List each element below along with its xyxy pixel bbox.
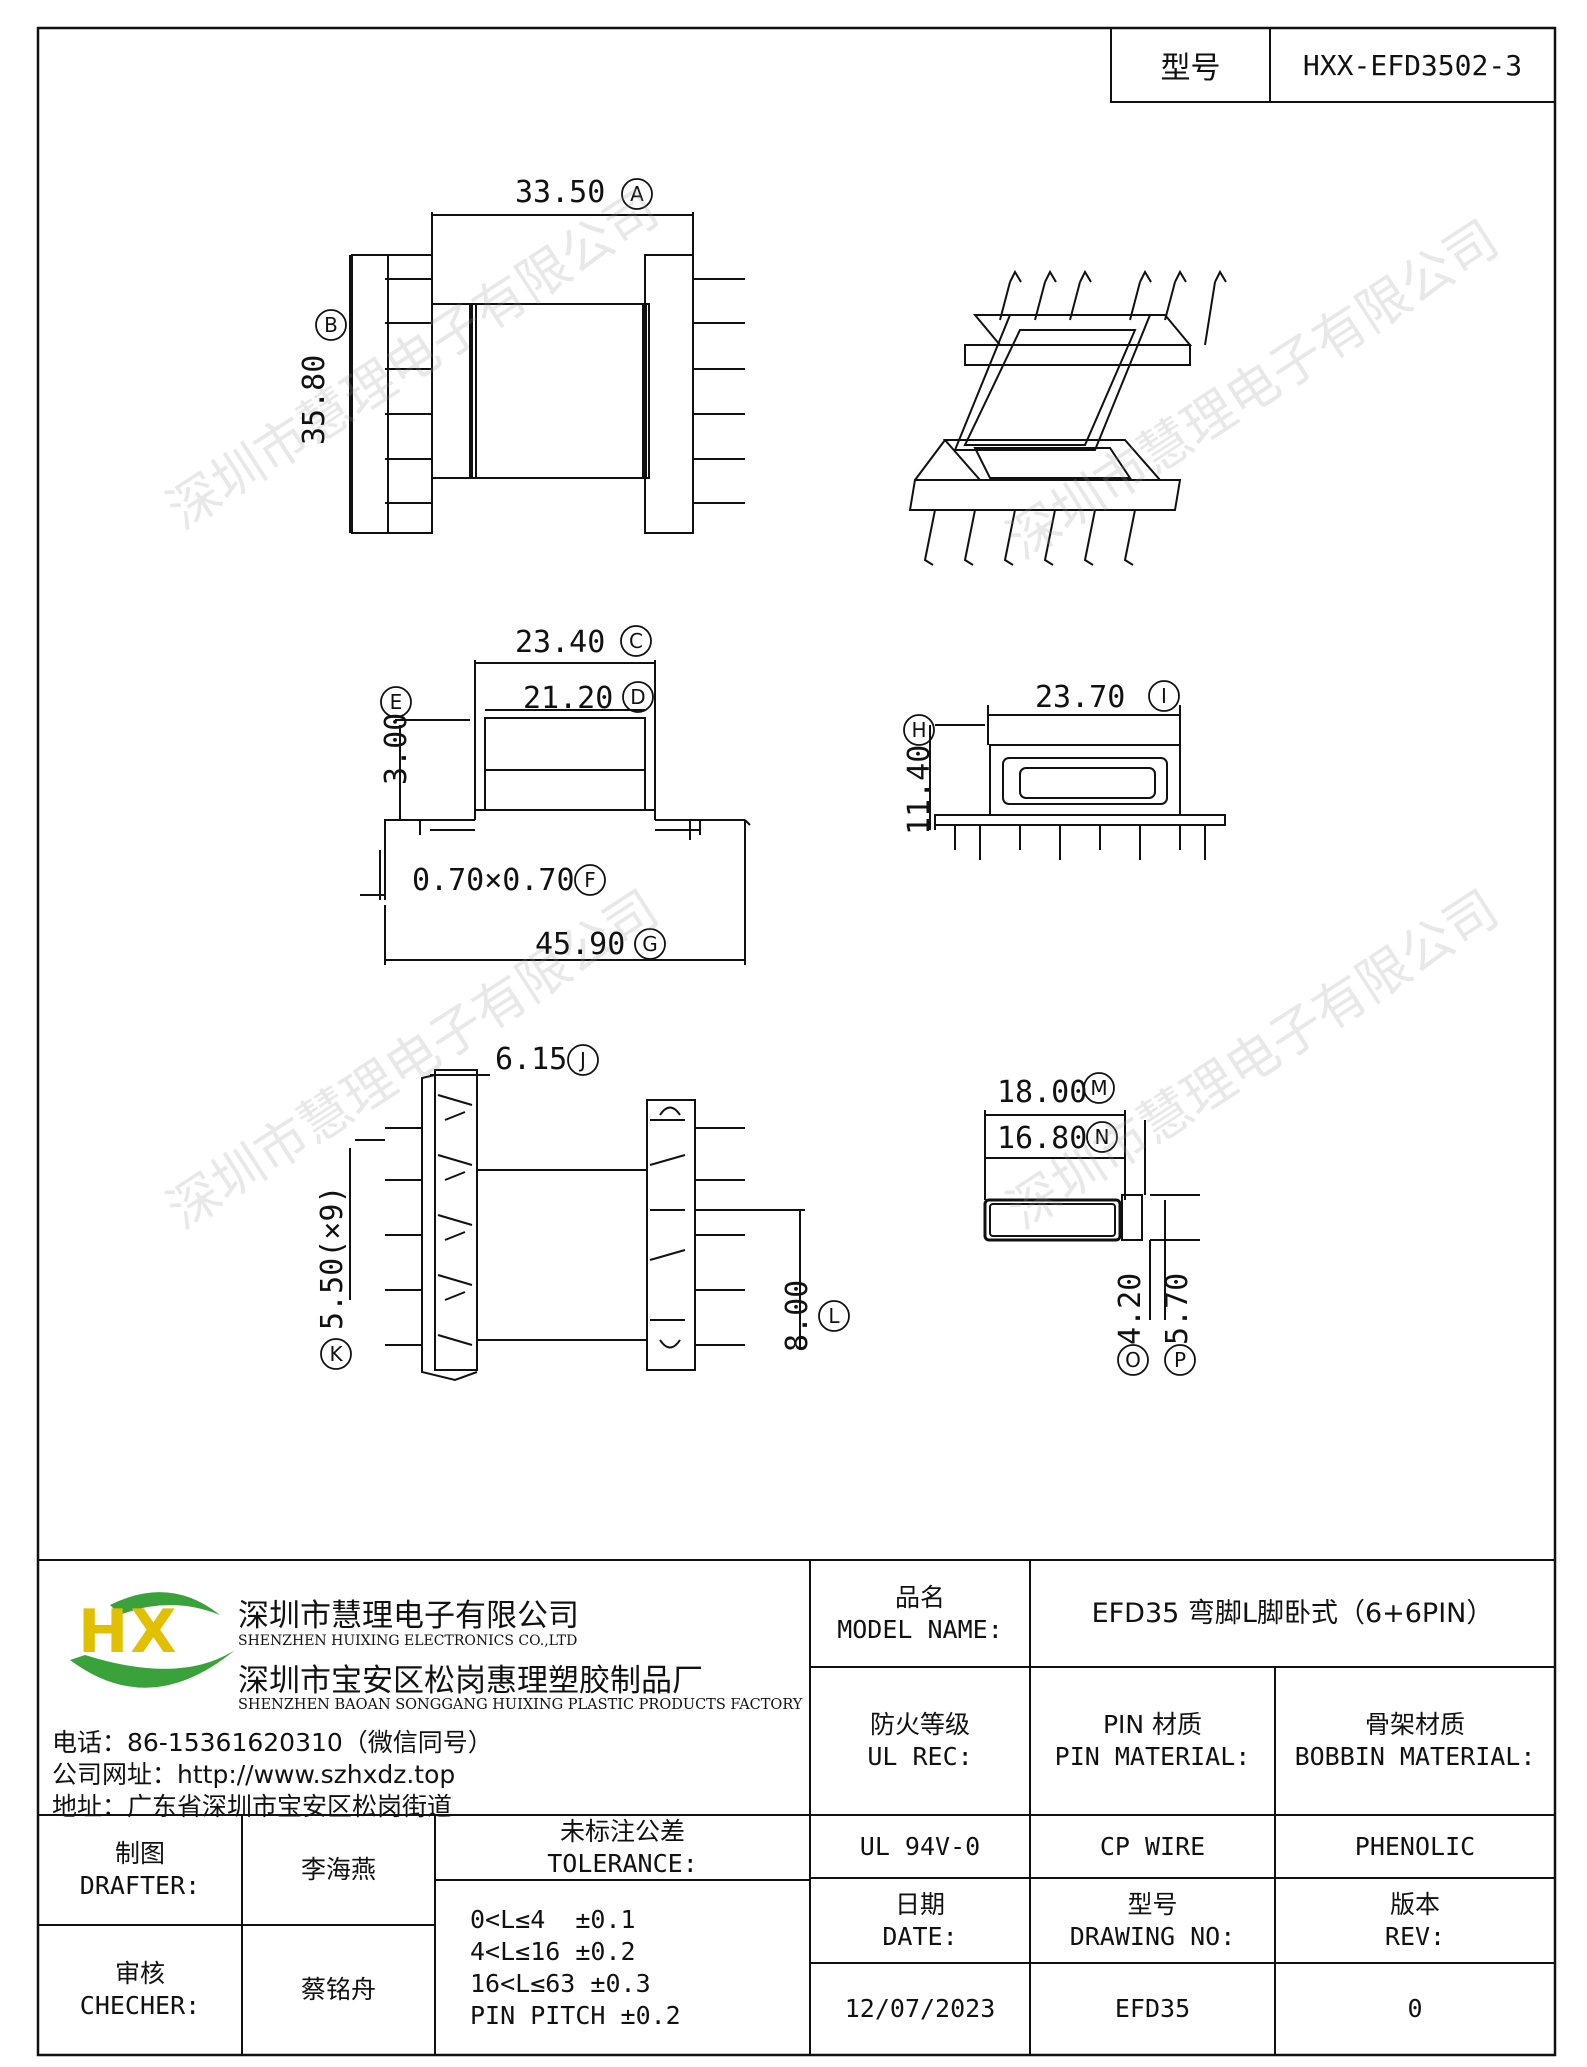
svg-text:K: K [329,1342,343,1366]
date-label: 日期 DATE: [882,1889,958,1951]
dim-I: 23.70 [1035,680,1126,715]
drafter-value: 李海燕 [300,1855,376,1884]
svg-text:D: D [630,685,645,709]
header-model-label: 型号 [1160,51,1221,86]
company-phone: 电话：86-15361620310（微信同号） [52,1728,493,1757]
svg-text:F: F [584,868,596,892]
rev-value: 0 [1407,1994,1423,2023]
isometric-view [908,269,1227,566]
svg-text:I: I [1161,684,1167,708]
company-logo-graphic [70,1592,235,1688]
dim-G: 45.90 [535,927,626,962]
dim-B: 35.80 [297,354,332,445]
dim-J: 6.15 [495,1042,568,1077]
sheet-border [36,26,1557,2057]
pin-material-value: CP WIRE [1099,1831,1206,1861]
svg-text:J: J [578,1048,586,1072]
dim-K: 5.50(×9) [315,1185,350,1331]
dim-A: 33.50 [515,175,606,210]
model-name-value: EFD35 弯脚L脚卧式（6+6PIN） [1091,1597,1494,1629]
rev-label: 版本 REV: [1384,1889,1446,1951]
tolerance-label: 未标注公差 TOLERANCE: [547,1816,698,1878]
title-block-grid [38,1559,1555,2055]
svg-text:G: G [642,932,658,956]
model-name-label: 品名 MODEL NAME: [837,1582,1003,1644]
header-model-value: HXX-EFD3502-3 [1302,48,1523,82]
fire-rating-label: 防火等级 UL REC: [867,1710,973,1771]
dim-P: 5.70 [1160,1272,1195,1345]
bobbin-material-label: 骨架材质 BOBBIN MATERIAL: [1294,1710,1536,1771]
top-view [349,212,745,534]
svg-text:E: E [390,690,403,714]
header-model-box [1110,27,1556,103]
dim-O: 4.20 [1113,1272,1148,1345]
drawing-no-value: EFD35 [1114,1994,1191,2023]
drafter-label: 制图 DRAFTER: [79,1839,201,1900]
dim-F: 0.70×0.70 [412,863,575,898]
company-address: 地址：广东省深圳市宝安区松岗街道 [52,1792,453,1821]
pin-material-label: PIN 材质 PIN MATERIAL: [1054,1710,1251,1771]
svg-text:H: H [911,718,926,742]
side-view [929,705,1226,860]
svg-text:B: B [324,313,338,337]
dim-L: 8.00 [780,1279,815,1352]
dim-E: 3.00 [379,712,414,785]
logo-letters: HX [78,1597,179,1667]
tolerance-values: 0<L≤4 ±0.1 4<L≤16 ±0.2 16<L≤63 ±0.3 PIN … [470,1904,681,2030]
svg-text:N: N [1095,1125,1110,1149]
bottom-view [349,1069,805,1382]
company-name-en: SHENZHEN HUIXING ELECTRONICS CO.,LTD [238,1633,578,1649]
svg-text:O: O [1125,1348,1141,1372]
factory-name-cn: 深圳市宝安区松岗惠理塑胶制品厂 [238,1663,703,1699]
front-view [360,660,751,965]
fire-rating-value: UL 94V-0 [859,1831,981,1861]
dim-H: 11.40 [902,744,937,835]
dim-N: 16.80 [997,1121,1088,1156]
svg-text:A: A [630,182,644,206]
checker-label: 审核 CHECHER: [79,1959,201,2020]
svg-text:P: P [1174,1348,1186,1372]
dim-M: 18.00 [997,1075,1088,1110]
dim-C: 23.40 [515,625,606,660]
company-name-cn: 深圳市慧理电子有限公司 [238,1598,579,1634]
drawing-no-label: 型号 DRAWING NO: [1069,1889,1236,1951]
bobbin-material-value: PHENOLIC [1354,1831,1476,1861]
company-website: 公司网址：http://www.szhxdz.top [52,1760,456,1789]
dim-D: 21.20 [523,681,614,716]
svg-text:L: L [828,1304,840,1328]
checker-value: 蔡铭舟 [300,1975,376,2004]
factory-name-en: SHENZHEN BAOAN SONGGANG HUIXING PLASTIC … [238,1697,803,1713]
svg-text:C: C [629,629,643,653]
section-view [983,1110,1200,1320]
date-value: 12/07/2023 [844,1994,996,2023]
svg-text:M: M [1090,1076,1107,1100]
